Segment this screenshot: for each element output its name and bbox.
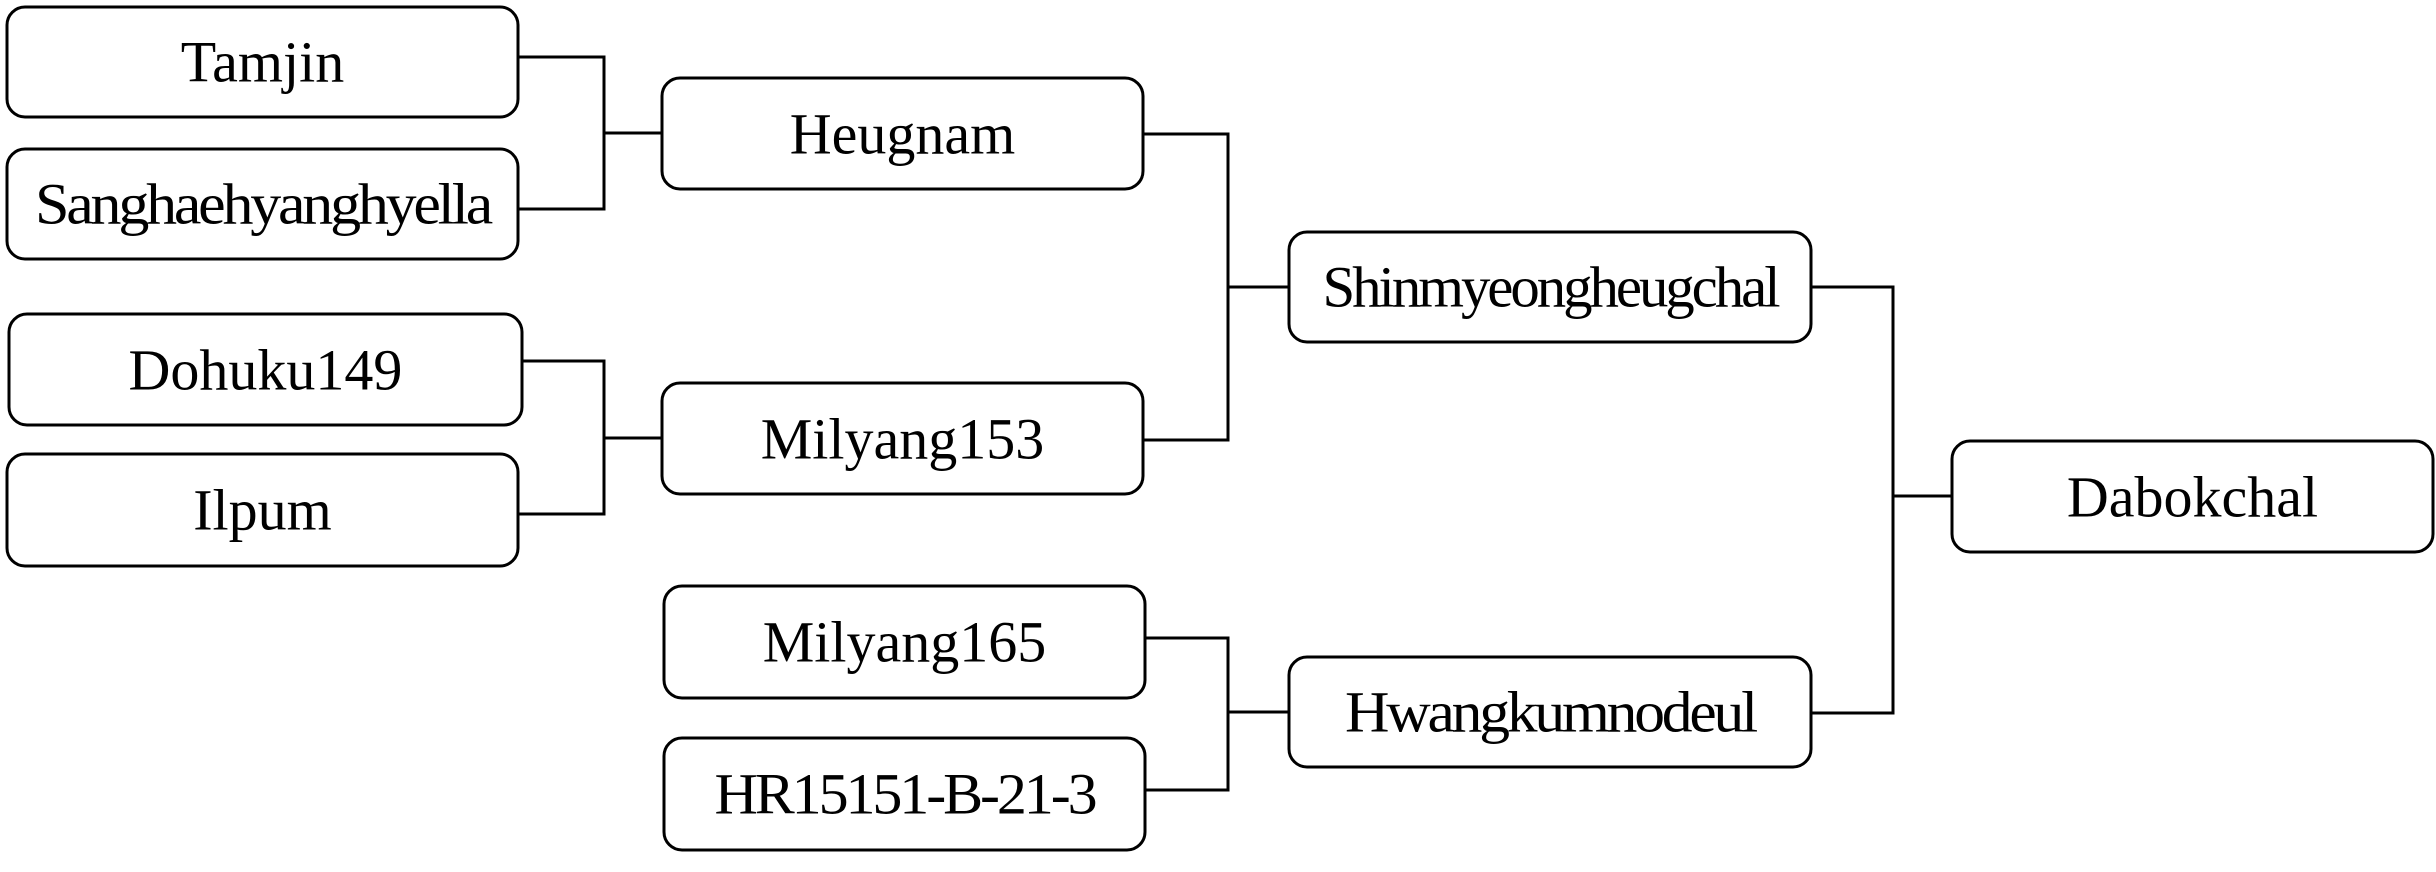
node-heugnam: Heugnam — [660, 76, 1145, 191]
connector-tamjin-sanghaehyanghyella-to-heugnam — [518, 55, 662, 211]
connector-dohuku149-ilpum-to-milyang153 — [518, 359, 662, 516]
connector-heugnam-milyang153-to-shinmyeongheugchal — [1143, 132, 1289, 442]
node-hr15151-label: HR15151-B-21-3 — [715, 762, 1096, 827]
node-hwangkumnodeul-label: Hwangkumnodeul — [1345, 680, 1757, 745]
node-milyang165-label: Milyang165 — [763, 610, 1047, 675]
node-dabokchal: Dabokchal — [1950, 439, 2435, 554]
node-milyang165: Milyang165 — [662, 584, 1147, 700]
node-sanghaehyanghyella: Sanghaehyanghyella — [5, 147, 520, 261]
node-milyang153-label: Milyang153 — [761, 407, 1045, 472]
node-milyang153: Milyang153 — [660, 381, 1145, 496]
node-shinmyeongheugchal: Shinmyeongheugchal — [1287, 230, 1813, 344]
connector-shinmyeongheugchal-hwangkumnodeul-to-dabokchal — [1811, 285, 1952, 715]
node-hr15151: HR15151-B-21-3 — [662, 736, 1147, 852]
node-hwangkumnodeul: Hwangkumnodeul — [1287, 655, 1813, 769]
connector-milyang165-hr15151-to-hwangkumnodeul — [1145, 636, 1289, 792]
node-tamjin: Tamjin — [5, 5, 520, 119]
connectors — [518, 55, 1952, 792]
node-dohuku149: Dohuku149 — [7, 312, 524, 427]
node-dabokchal-label: Dabokchal — [2067, 465, 2318, 530]
node-ilpum: Ilpum — [5, 452, 520, 568]
node-heugnam-label: Heugnam — [790, 102, 1016, 167]
node-tamjin-label: Tamjin — [181, 30, 344, 95]
node-ilpum-label: Ilpum — [193, 478, 332, 543]
node-sanghaehyanghyella-label: Sanghaehyanghyella — [35, 172, 492, 237]
node-dohuku149-label: Dohuku149 — [129, 338, 403, 403]
node-shinmyeongheugchal-label: Shinmyeongheugchal — [1323, 255, 1780, 320]
